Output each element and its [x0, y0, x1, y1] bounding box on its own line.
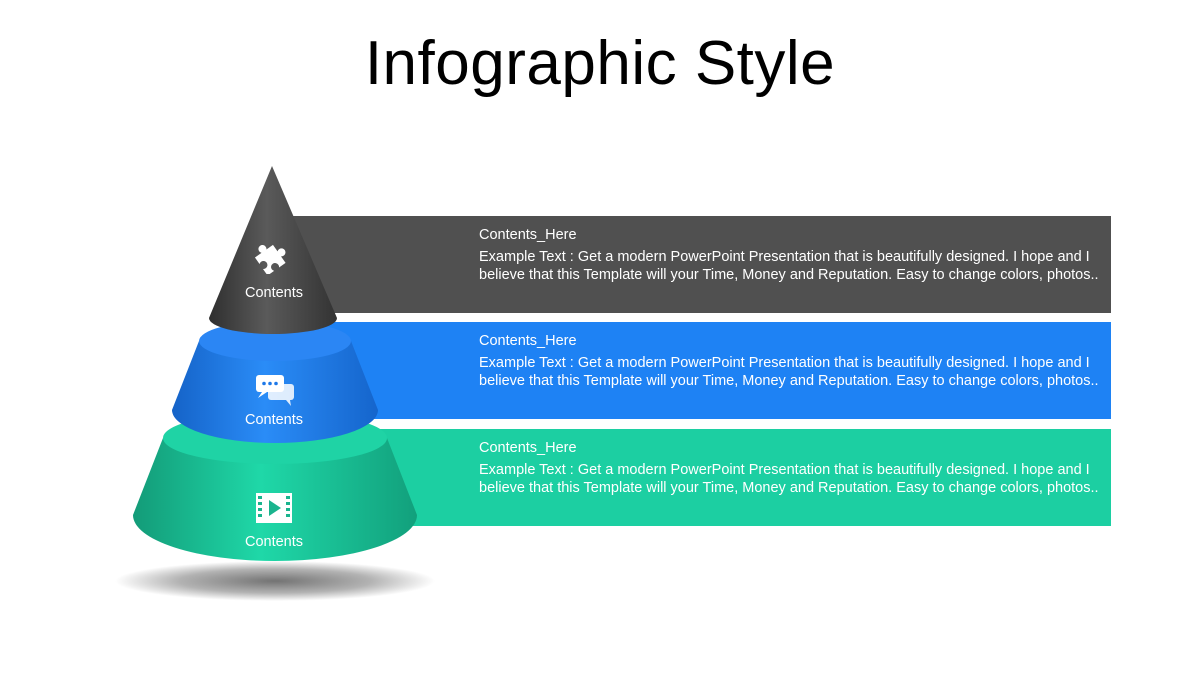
- band-2-body: Example Text : Get a modern PowerPoint P…: [479, 354, 1099, 390]
- band-3: Contents_Here Example Text : Get a moder…: [290, 429, 1111, 526]
- band-2: Contents_Here Example Text : Get a moder…: [290, 322, 1111, 419]
- band-1-heading: Contents_Here: [479, 227, 577, 243]
- band-3-body: Example Text : Get a modern PowerPoint P…: [479, 461, 1099, 497]
- band-1-text: Contents_Here Example Text : Get a moder…: [479, 226, 1099, 285]
- pyramid-shadow: [115, 561, 435, 601]
- band-3-heading: Contents_Here: [479, 440, 577, 456]
- band-2-text: Contents_Here Example Text : Get a moder…: [479, 332, 1099, 391]
- tier-1-label: Contents: [244, 285, 304, 301]
- band-2-heading: Contents_Here: [479, 333, 577, 349]
- band-1: Contents_Here Example Text : Get a moder…: [290, 216, 1111, 313]
- slide-title: Infographic Style: [364, 29, 836, 98]
- puzzle-icon: [254, 244, 286, 274]
- video-play-icon: [256, 493, 292, 523]
- tier-2-label: Contents: [244, 412, 304, 428]
- chat-bubbles-icon: [256, 375, 294, 406]
- tier-3-label: Contents: [244, 534, 304, 550]
- band-1-body: Example Text : Get a modern PowerPoint P…: [479, 248, 1099, 284]
- band-3-text: Contents_Here Example Text : Get a moder…: [479, 439, 1099, 498]
